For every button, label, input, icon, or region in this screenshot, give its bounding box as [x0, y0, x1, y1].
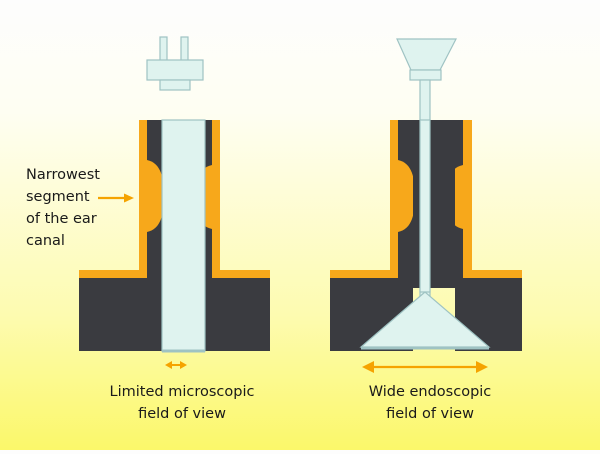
microscopic-caption: Limited microscopic field of view — [82, 381, 282, 425]
ear-canal-right-endoscope — [330, 119, 522, 351]
microscope-eyepiece-icon — [146, 36, 204, 91]
narrowing-bulge-left — [147, 160, 164, 232]
narrowest-arrow — [98, 193, 134, 203]
endoscopic-caption: Wide endoscopic field of view — [340, 381, 520, 425]
narrowest-segment-line-3: of the ear — [26, 211, 97, 227]
canal-lining-left — [330, 120, 398, 278]
ear-canal-left-microscope — [79, 119, 270, 353]
canal-lining-right — [463, 120, 522, 278]
microscope-panel — [79, 36, 270, 369]
narrowing-bulge-left — [398, 160, 415, 232]
canal-lining-left — [79, 120, 147, 278]
endoscope-panel — [330, 38, 522, 373]
microscopic-caption-line-2: field of view — [138, 406, 226, 422]
endoscopic-caption-line-1: Wide endoscopic — [368, 384, 492, 400]
canal-wall-right — [205, 120, 270, 351]
canal-lining-right — [212, 120, 270, 278]
narrowest-segment-line-4: canal — [26, 233, 65, 249]
endoscopic-field-arrow — [362, 361, 488, 373]
narrowest-segment-line-1: Narrowest — [26, 167, 100, 183]
narrowest-segment-line-2: segment — [26, 189, 90, 205]
microscope-light-beam — [161, 119, 206, 352]
microscopic-field-arrow — [165, 361, 187, 369]
microscopic-caption-line-1: Limited microscopic — [109, 384, 255, 400]
narrowest-segment-label: Narrowest segment of the ear canal — [26, 164, 100, 252]
endoscopic-caption-line-2: field of view — [386, 406, 474, 422]
